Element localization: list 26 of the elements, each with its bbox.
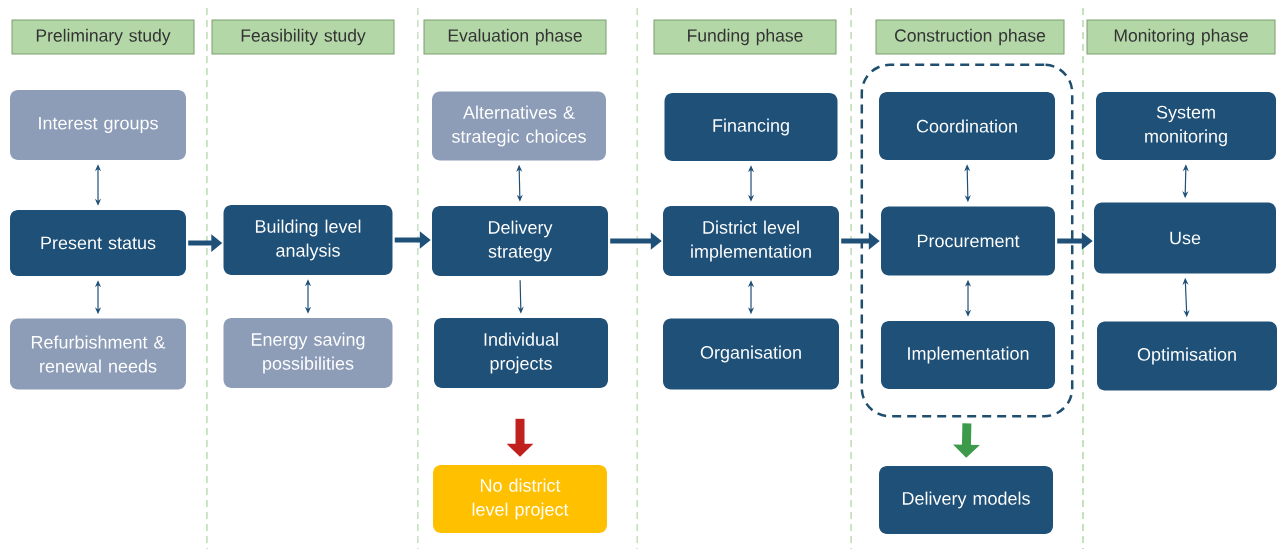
phase-header: Funding phase (653, 19, 837, 55)
dashed-group-outline (860, 63, 1074, 418)
process-box: Delivery models (879, 466, 1053, 534)
process-box: Energy saving possibilities (223, 318, 393, 388)
process-box: Individual projects (434, 318, 608, 388)
process-box: Refurbishment & renewal needs (10, 318, 186, 390)
phase-header: Monitoring phase (1086, 19, 1276, 55)
process-box: System monitoring (1096, 92, 1276, 160)
process-box: District level implementation (663, 206, 839, 276)
process-box: Building level analysis (223, 205, 393, 275)
phase-header: Evaluation phase (423, 19, 607, 55)
process-box: Organisation (663, 318, 839, 390)
process-box: Delivery strategy (432, 206, 608, 276)
process-box: Alternatives & strategic choices (432, 91, 606, 161)
process-box: Implementation (881, 321, 1055, 389)
process-box: Use (1094, 202, 1276, 274)
process-box: Interest groups (10, 90, 186, 160)
outcome-box: No district level project (433, 465, 607, 533)
process-box: Present status (10, 210, 186, 276)
process-box: Financing (664, 93, 838, 161)
process-box: Procurement (881, 206, 1055, 276)
process-box: Coordination (879, 92, 1055, 160)
phase-header: Preliminary study (11, 19, 195, 55)
process-box: Optimisation (1097, 321, 1277, 391)
phase-header: Feasibility study (211, 19, 395, 55)
phase-header: Construction phase (875, 19, 1065, 55)
